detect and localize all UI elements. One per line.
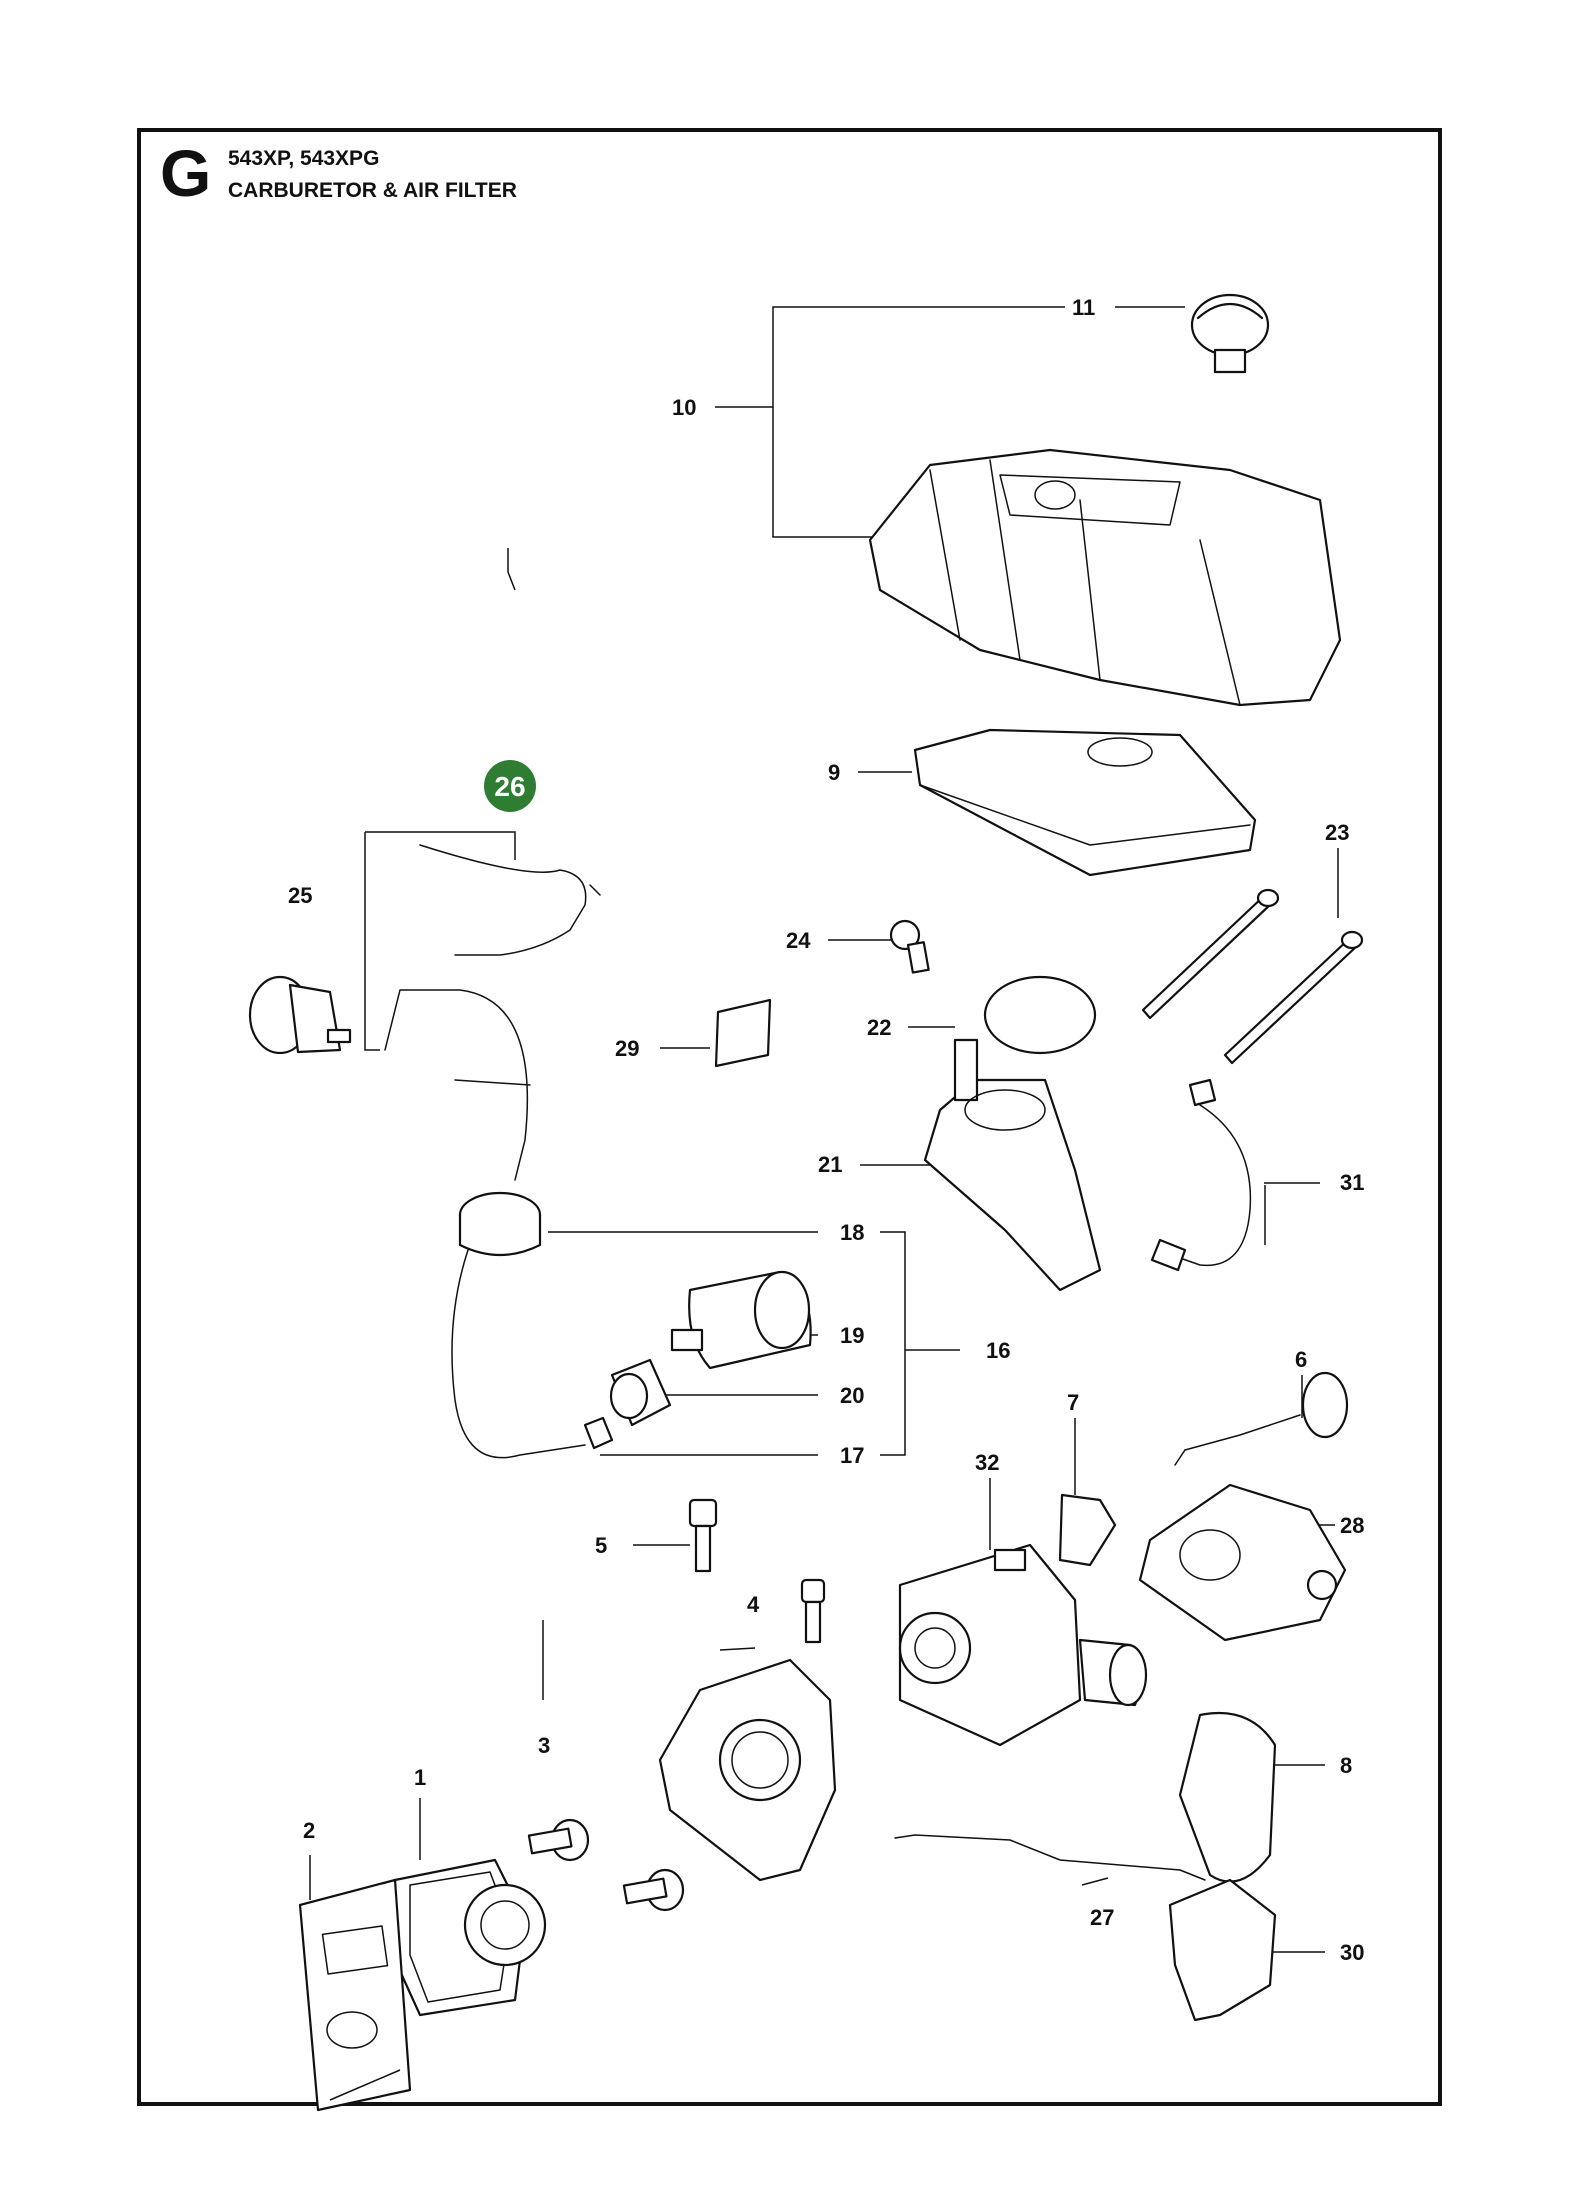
- part-4-flange: [658, 1658, 837, 1882]
- callout-16: 16: [986, 1338, 1010, 1363]
- callout-21: 21: [818, 1152, 842, 1177]
- callout-26: 26: [494, 771, 525, 802]
- part-25-grommet: [248, 975, 352, 1055]
- callout-5: 5: [595, 1533, 607, 1558]
- part-1-screw: [622, 1868, 685, 1912]
- callout-8: 8: [1340, 1753, 1352, 1778]
- part-2-gasket: [298, 1878, 412, 2112]
- part-21-adapter: [923, 1038, 1102, 1292]
- callout-9: 9: [828, 760, 840, 785]
- part-28-housing: [1138, 1483, 1347, 1642]
- leader-lines: [309, 306, 1339, 1953]
- callout-27: 27: [1090, 1905, 1114, 1930]
- callout-25: 25: [288, 883, 312, 908]
- section-letter: G: [160, 136, 212, 210]
- callout-4: 4: [747, 1592, 760, 1617]
- callout-6: 6: [1295, 1347, 1307, 1372]
- part-30-cover: [1168, 1878, 1277, 2022]
- callout-19: 19: [840, 1323, 864, 1348]
- part-8-cover: [1178, 1711, 1277, 1883]
- part-9-air-filter: [913, 728, 1257, 877]
- part-31-hose: [1150, 1078, 1252, 1272]
- part-5-screw: [688, 1498, 718, 1573]
- callout-22: 22: [867, 1015, 891, 1040]
- callout-17: 17: [840, 1443, 864, 1468]
- diagram-frame: [137, 128, 1442, 2106]
- callout-23: 23: [1325, 820, 1349, 845]
- part-27-rod: [894, 1834, 1206, 1881]
- callout-labels: 11 10 9 23 25 24 22 29 21 31 18 19 16 20…: [288, 295, 1364, 1965]
- callout-31: 31: [1340, 1170, 1364, 1195]
- section-title: CARBURETOR & AIR FILTER: [228, 179, 517, 202]
- callout-3: 3: [538, 1733, 550, 1758]
- callout-29: 29: [615, 1036, 639, 1061]
- callout-32: 32: [975, 1450, 999, 1475]
- part-17-connector: [583, 1416, 614, 1450]
- part-10-cover: [868, 448, 1342, 707]
- part-19-fuel-filter: [670, 1270, 812, 1370]
- part-4-screw: [800, 1578, 826, 1644]
- callout-28: 28: [1340, 1513, 1364, 1538]
- part-7-lever: [1058, 1493, 1117, 1567]
- callout-20: 20: [840, 1383, 864, 1408]
- part-1-intake: [393, 1858, 547, 2017]
- part-20-weight: [609, 1358, 672, 1427]
- part-11-cap: [1190, 293, 1270, 374]
- part-23-bolts: [1141, 888, 1364, 1065]
- model-names: 543XP, 543XPG: [228, 147, 380, 170]
- part-32-carburetor: [898, 1543, 1148, 1747]
- part-24-screw: [889, 919, 930, 974]
- part-3-screw: [527, 1818, 590, 1862]
- callout-7: 7: [1067, 1390, 1079, 1415]
- callout-24: 24: [786, 928, 811, 953]
- callout-11: 11: [1072, 295, 1095, 320]
- callout-26-highlight: 26: [484, 760, 536, 812]
- part-22-o-ring: [983, 975, 1097, 1055]
- part-6-choke: [1174, 1371, 1349, 1466]
- part-29-pad: [714, 998, 772, 1068]
- callout-10: 10: [672, 395, 696, 420]
- highlight-badge: [484, 760, 536, 812]
- part-26-impulse-hose: [419, 844, 601, 956]
- callout-2: 2: [303, 1818, 315, 1843]
- callout-30: 30: [1340, 1940, 1364, 1965]
- callout-18: 18: [840, 1220, 864, 1245]
- callout-1: 1: [414, 1765, 426, 1790]
- part-18-fuel-line: [384, 989, 586, 1459]
